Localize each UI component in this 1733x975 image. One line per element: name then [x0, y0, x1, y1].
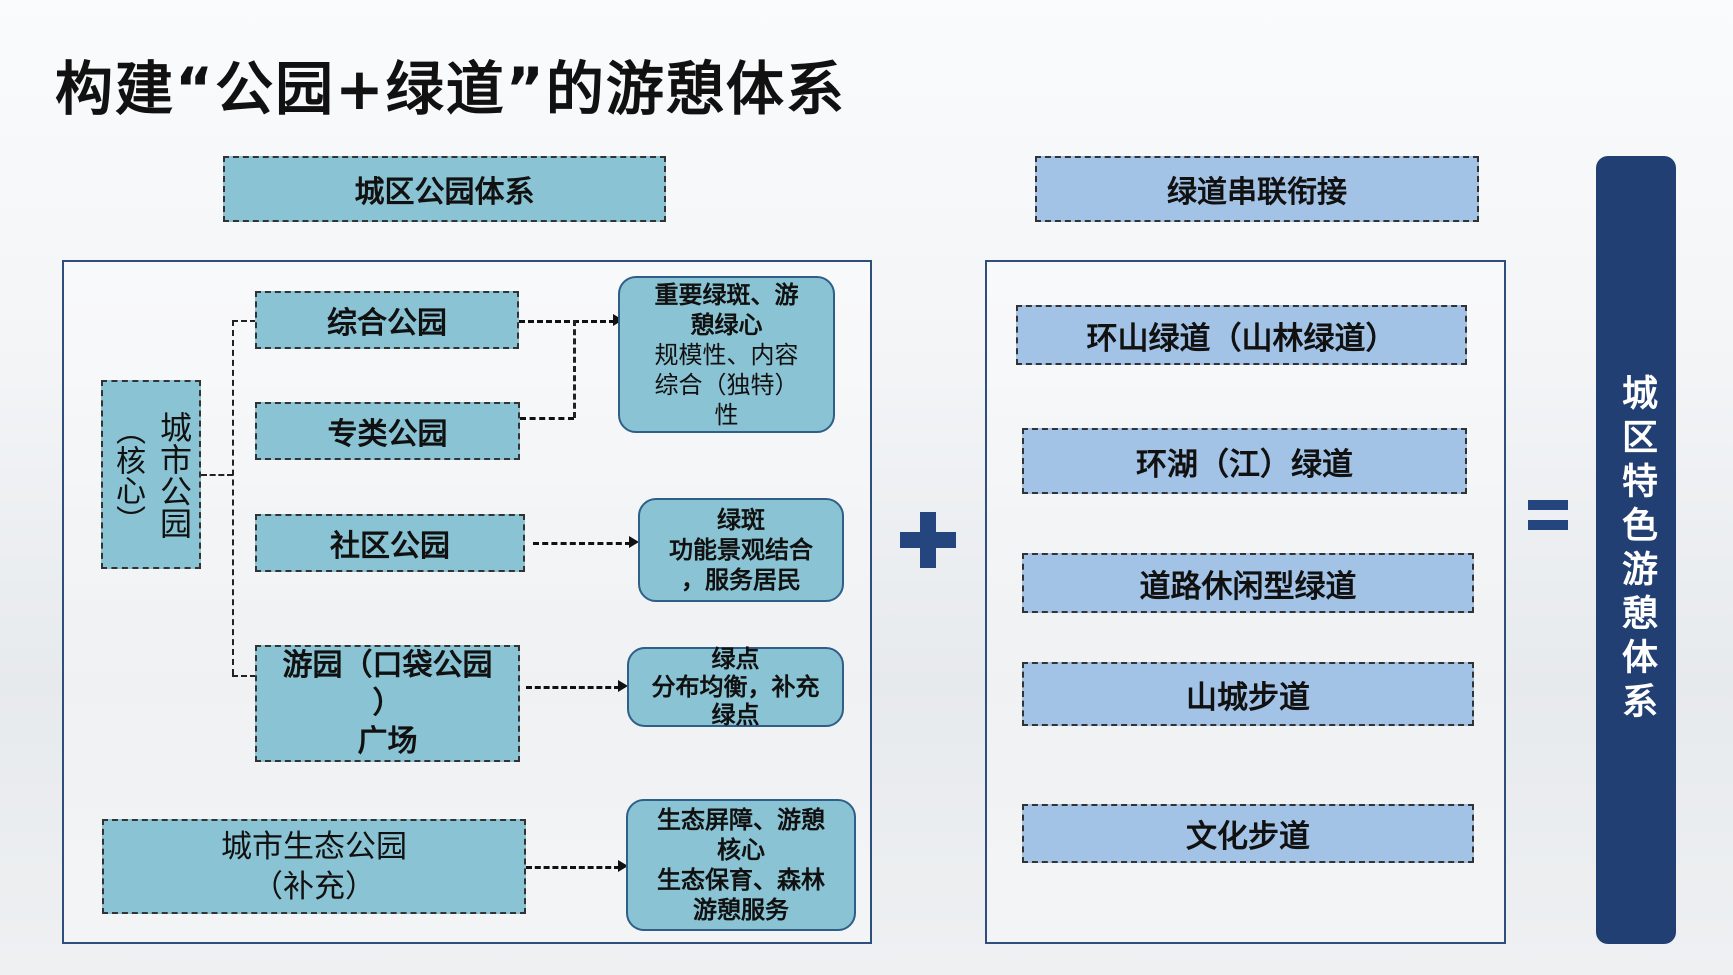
connector-branch-4: [232, 675, 256, 677]
desc3-line1: 绿点: [711, 645, 760, 673]
desc2-line2: 功能景观结合: [669, 536, 813, 564]
result-label: 城区特色游憩体系: [1616, 374, 1657, 726]
greenway-road: 道路休闲型绿道: [1022, 553, 1474, 613]
arrow-specialized: [520, 417, 574, 420]
pocket-park-box: 游园（口袋公园 ） 广场: [255, 645, 520, 762]
desc4-line1: 生态屏障、游憩: [657, 806, 825, 834]
greenway-lake: 环湖（江）绿道: [1022, 428, 1467, 494]
desc4-line4: 游憩服务: [693, 896, 789, 924]
desc2-line1: 绿斑: [717, 506, 765, 534]
connector-specialized-vertical: [573, 320, 576, 418]
core-sublabel: （核心）: [110, 414, 145, 535]
core-label: 城市公园: [155, 410, 193, 539]
desc1-line5: 性: [714, 400, 739, 429]
arrow-comprehensive: [519, 320, 615, 323]
description-community: 绿斑 功能景观结合 ，服务居民: [638, 498, 844, 602]
arrowhead-3: [618, 680, 628, 692]
arrow-pocket: [526, 686, 620, 689]
greenway-mountain: 环山绿道（山林绿道）: [1016, 305, 1467, 365]
comprehensive-park-box: 综合公园: [255, 291, 519, 349]
connector-core: [201, 474, 233, 476]
arrow-ecological: [526, 866, 620, 869]
description-pocket: 绿点 分布均衡，补充 绿点: [627, 645, 844, 729]
pocket-park-line3: 广场: [357, 723, 418, 759]
connector-branch-1: [232, 320, 256, 322]
right-section-header: 绿道串联衔接: [1035, 156, 1479, 222]
desc3-line2: 分布均衡，补充: [651, 673, 820, 701]
core-city-park-box: 城市公园 （核心）: [101, 380, 201, 569]
result-box: 城区特色游憩体系: [1596, 156, 1676, 944]
desc1-line4: 综合（独特）: [654, 370, 799, 399]
desc3-line3: 绿点: [711, 701, 760, 729]
community-park-box: 社区公园: [255, 514, 525, 572]
description-comprehensive: 重要绿斑、游 憩绿心 规模性、内容 综合（独特） 性: [618, 276, 835, 433]
arrowhead-2: [629, 536, 639, 548]
desc2-line3: ，服务居民: [681, 566, 801, 594]
left-section-header: 城区公园体系: [223, 156, 666, 222]
pocket-park-line1: 游园（口袋公园: [282, 647, 493, 683]
connector-trunk: [232, 320, 234, 675]
arrow-community: [533, 542, 631, 545]
desc1-bold-line1: 重要绿斑、游: [654, 280, 799, 309]
ecological-park-box: 城市生态公园 （补充）: [102, 819, 526, 914]
pocket-park-line2: ）: [372, 685, 403, 721]
arrowhead-4: [618, 860, 628, 872]
greenway-culture-trail: 文化步道: [1022, 804, 1474, 863]
description-ecological: 生态屏障、游憩 核心 生态保育、森林 游憩服务: [626, 799, 856, 931]
ecological-park-line2: （补充）: [252, 868, 376, 905]
greenway-mountain-city-trail: 山城步道: [1022, 662, 1474, 726]
equals-icon-lower: [1528, 520, 1568, 530]
desc4-line3: 生态保育、森林: [657, 866, 825, 894]
equals-icon: [1528, 500, 1568, 510]
desc1-line3: 规模性、内容: [654, 340, 799, 369]
specialized-park-box: 专类公园: [255, 402, 520, 460]
desc1-bold-line2: 憩绿心: [690, 310, 763, 339]
page-title: 构建“公园+绿道”的游憩体系: [55, 55, 846, 123]
plus-icon-vertical: [920, 512, 936, 568]
desc4-line2: 核心: [717, 836, 765, 864]
ecological-park-line1: 城市生态公园: [221, 828, 407, 865]
